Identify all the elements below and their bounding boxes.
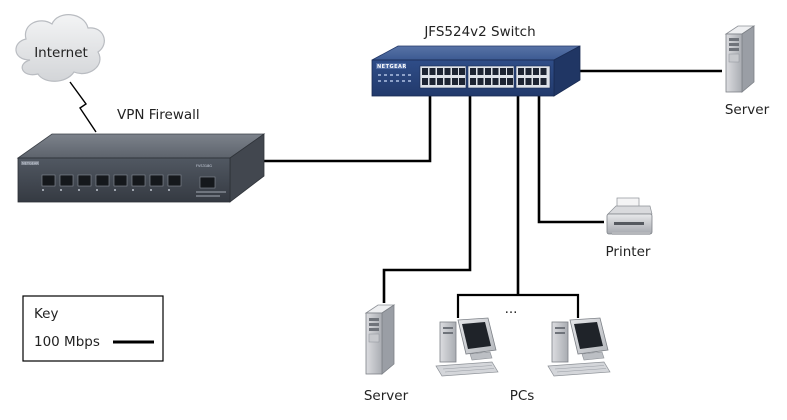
pc-left-icon [435, 317, 499, 377]
link-switch-printer [537, 90, 604, 224]
jfs524v2-switch-device: NETGEAR [371, 45, 581, 97]
switch-brand-plate [376, 63, 406, 69]
vpn-firewall-label: VPN Firewall [117, 107, 200, 123]
link-switch-server-bottom [382, 90, 472, 303]
server-bottom-label: Server [364, 388, 409, 404]
internet-cloud-icon: Internet [15, 14, 105, 82]
firewall-model-text: FVS318G [196, 164, 212, 168]
firewall-brand-plate [21, 161, 39, 165]
switch-ports [419, 65, 551, 89]
key-legend: Key 100 Mbps [22, 295, 164, 362]
firewall-wan-port [199, 176, 216, 189]
pc-right-icon [547, 317, 611, 377]
firewall-brand-text: NETGEAR [22, 161, 39, 165]
wan-link-lightning-icon [69, 81, 97, 133]
link-pcs-bus [456, 293, 580, 318]
firewall-lan-ports [41, 174, 182, 187]
pcs-label: PCs [510, 388, 535, 404]
vpn-firewall-device: NETGEAR FVS318G [16, 133, 266, 203]
server-bottom-icon [364, 304, 396, 375]
key-box [22, 295, 164, 362]
link-firewall-switch [262, 90, 432, 163]
internet-label: Internet [34, 45, 88, 61]
printer-label: Printer [606, 244, 651, 260]
switch-brand-text: NETGEAR [377, 64, 407, 70]
printer-icon [606, 197, 653, 235]
key-title: Key [34, 306, 58, 322]
connection-lines [262, 69, 722, 318]
pcs-ellipsis: ... [505, 301, 518, 317]
server-right-icon [724, 25, 756, 93]
server-right-label: Server [725, 102, 770, 118]
switch-label: JFS524v2 Switch [423, 24, 535, 40]
key-line-label: 100 Mbps [34, 334, 100, 350]
